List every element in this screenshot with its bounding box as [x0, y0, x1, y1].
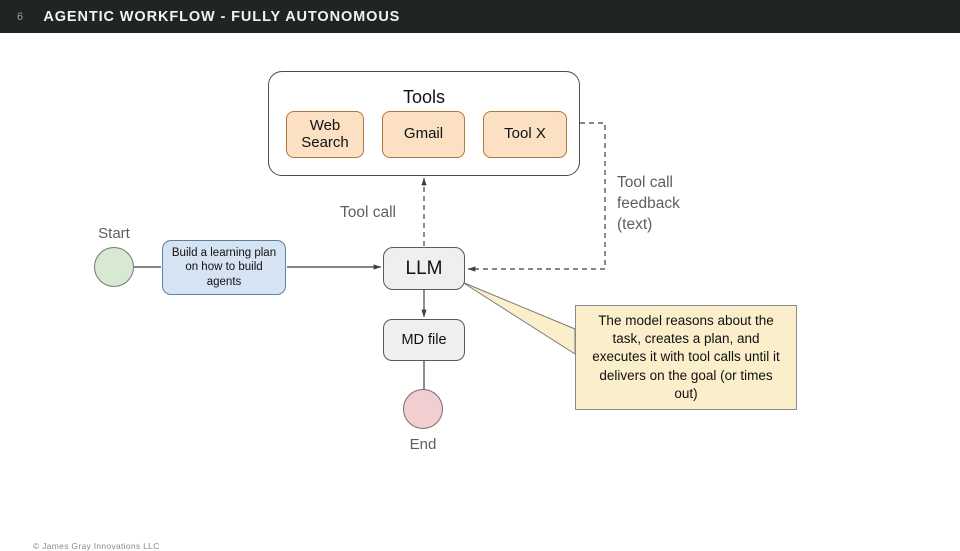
slide-number: 6 [17, 10, 24, 23]
start-node[interactable] [94, 247, 134, 287]
diagram-canvas: Tools Web Search Gmail Tool X Start Buil… [0, 33, 960, 551]
tool-call-label: Tool call [340, 204, 396, 221]
footer-copyright: © James Gray Innovations LLC [33, 541, 160, 551]
tool-x[interactable]: Tool X [483, 111, 567, 158]
prompt-node[interactable]: Build a learning plan on how to build ag… [162, 240, 286, 295]
tools-title: Tools [402, 87, 446, 107]
tool-web-search[interactable]: Web Search [286, 111, 364, 158]
tool-gmail[interactable]: Gmail [382, 111, 465, 158]
end-label: End [409, 436, 437, 453]
llm-node[interactable]: LLM [383, 247, 465, 290]
start-label: Start [98, 225, 130, 242]
end-node[interactable] [403, 389, 443, 429]
tool-call-feedback-label: Tool call feedback (text) [617, 174, 680, 233]
md-file-node[interactable]: MD file [383, 319, 465, 361]
slide-title: AGENTIC WORKFLOW - FULLY AUTONOMOUS [43, 8, 401, 25]
slide-header: 6 AGENTIC WORKFLOW - FULLY AUTONOMOUS [0, 0, 960, 33]
callout-tail [461, 281, 576, 355]
callout-note: The model reasons about the task, create… [575, 305, 797, 410]
